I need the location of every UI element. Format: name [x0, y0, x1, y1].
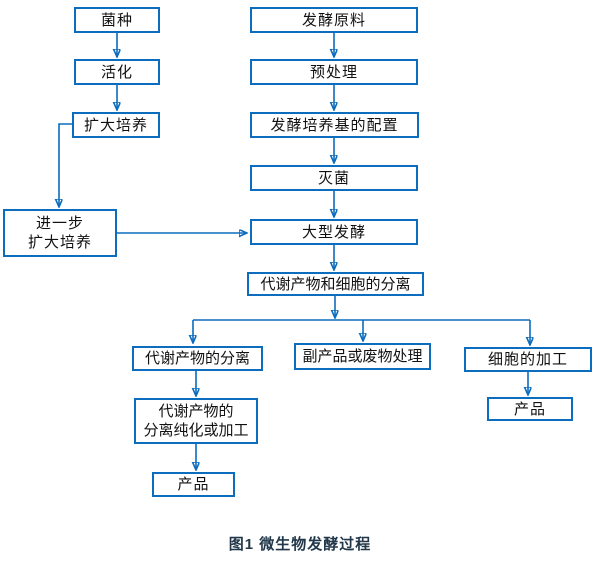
node-product-cell: 产品: [487, 397, 573, 421]
node-expanded-culture: 扩大培养: [72, 112, 160, 138]
node-purification-processing: 代谢产物的 分离纯化或加工: [134, 398, 258, 444]
node-medium-preparation: 发酵培养基的配置: [250, 112, 419, 138]
node-pretreatment: 预处理: [250, 59, 418, 85]
node-metabolite-separation: 代谢产物的分离: [132, 346, 263, 371]
node-byproduct-waste-treatment: 副产品或废物处理: [294, 343, 431, 370]
node-cell-processing: 细胞的加工: [464, 347, 592, 372]
node-further-expanded-culture: 进一步 扩大培养: [3, 209, 117, 257]
figure-caption: 图1 微生物发酵过程: [228, 536, 372, 553]
node-raw-material: 发酵原料: [250, 7, 418, 33]
node-sterilization: 灭菌: [250, 165, 418, 191]
node-activation: 活化: [74, 59, 160, 85]
node-product-metabolite: 产品: [152, 472, 235, 497]
node-metabolite-cell-separation: 代谢产物和细胞的分离: [247, 272, 424, 296]
node-strain: 菌种: [74, 7, 160, 33]
arrow-expansion-to-further-expansion: [59, 123, 72, 206]
node-large-scale-fermentation: 大型发酵: [250, 219, 418, 245]
